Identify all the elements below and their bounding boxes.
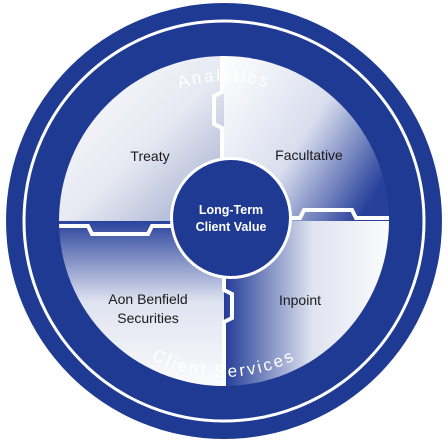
label-facultative: Facultative	[275, 147, 343, 163]
label-aon-benfield: Aon Benfield	[108, 291, 187, 307]
label-securities: Securities	[117, 310, 178, 326]
ring-inner-border	[22, 19, 426, 423]
center-label-line2: Client Value	[196, 220, 267, 234]
label-inpoint: Inpoint	[279, 292, 321, 308]
center-label-line1: Long-Term	[199, 203, 263, 217]
center-circle	[173, 160, 289, 276]
label-treaty: Treaty	[130, 148, 169, 164]
